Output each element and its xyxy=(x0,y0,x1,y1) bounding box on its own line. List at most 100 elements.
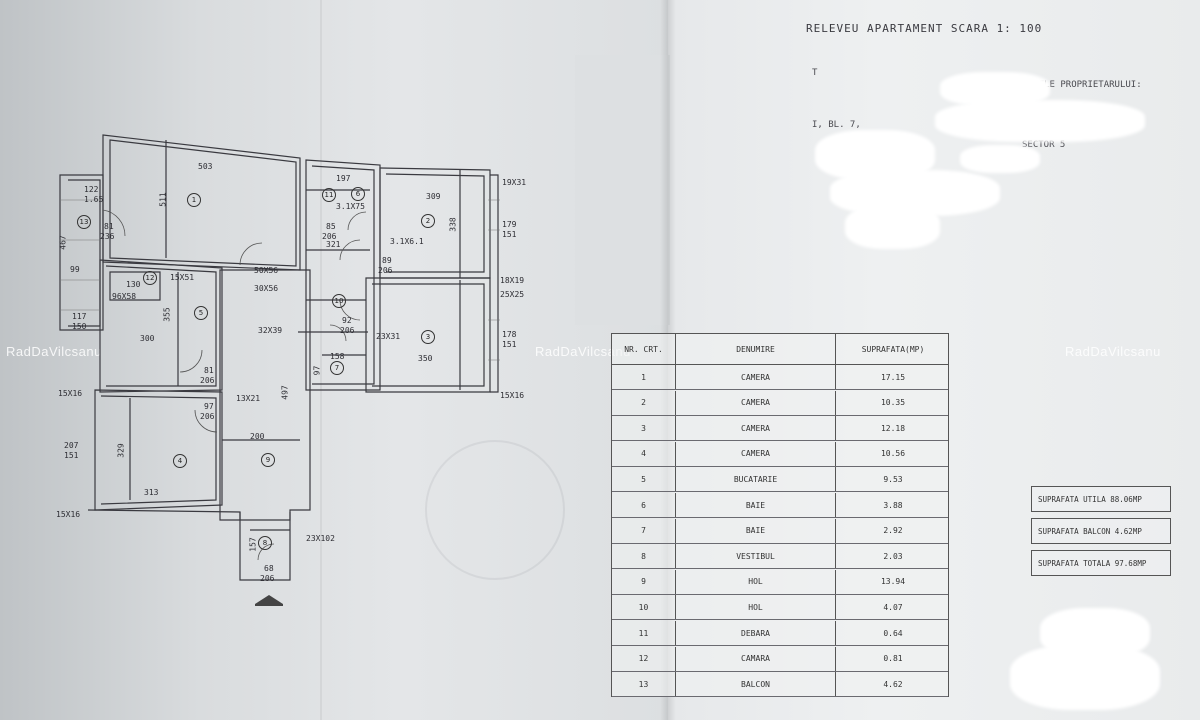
owner-line-t: T xyxy=(812,68,818,78)
dimension-label: 18X19 xyxy=(500,276,525,285)
dimension-label: 197 xyxy=(336,174,351,183)
table-cell-area: 4.62 xyxy=(835,672,950,697)
dimension-label: 15X51 xyxy=(170,273,195,282)
table-cell-nr: 13 xyxy=(638,679,649,689)
summary-total-area: SUPRAFATA TOTALA 97.68MP xyxy=(1031,550,1171,576)
table-cell-nr: 10 xyxy=(638,602,649,612)
room-number: 7 xyxy=(330,361,344,375)
dimension-label: 3.1X75 xyxy=(336,202,365,211)
table-cell-area: 9.53 xyxy=(835,467,950,492)
table-cell-area: 10.56 xyxy=(835,441,950,466)
dimension-label: 497 xyxy=(280,385,290,400)
table-cell-name: CAMERA xyxy=(675,441,835,466)
table-cell-name: BUCATARIE xyxy=(675,467,835,492)
table-cell-nr: 5 xyxy=(641,474,646,484)
document-title: RELEVEU APARTAMENT SCARA 1: 100 xyxy=(806,22,1043,35)
dimension-label: 19X31 xyxy=(502,178,527,187)
table-cell-name: CAMERA xyxy=(675,416,835,441)
dimension-label: 179 xyxy=(502,220,517,229)
table-cell-nr: 2 xyxy=(641,398,646,408)
table-cell-name: VESTIBUL xyxy=(675,544,835,569)
table-cell-nr: 8 xyxy=(641,551,646,561)
header-name: DENUMIRE xyxy=(675,334,835,364)
table-cell-nr: 9 xyxy=(641,577,646,587)
dimension-label: 96X58 xyxy=(112,292,137,301)
table-cell-nr: 11 xyxy=(638,628,649,638)
dimension-label: 89 xyxy=(382,256,392,265)
dimension-label: 158 xyxy=(330,352,345,361)
dimension-label: 503 xyxy=(198,162,213,171)
room-number: 12 xyxy=(143,271,157,285)
dimension-label: 511 xyxy=(158,192,168,207)
redaction-scribble xyxy=(1010,645,1160,710)
room-number: 2 xyxy=(421,214,435,228)
table-cell-area: 10.35 xyxy=(835,390,950,415)
table-cell-area: 12.18 xyxy=(835,416,950,441)
dimension-label: 151 xyxy=(502,230,517,239)
north-arrow-base xyxy=(255,604,283,606)
table-cell-area: 0.64 xyxy=(835,621,950,645)
floor-plan: 503 511 122 1.65 81 236 467 99 117 150 1… xyxy=(56,134,527,606)
dimension-label: 206 xyxy=(200,412,215,421)
owner-sector: SECTOR 5 xyxy=(1022,140,1066,150)
north-arrow-icon xyxy=(255,595,283,604)
dimension-label: 329 xyxy=(116,443,126,458)
redaction-scribble xyxy=(845,205,940,249)
table-cell-area: 0.81 xyxy=(835,646,950,671)
dimension-label: 50X56 xyxy=(254,266,279,275)
summary-useful-area: SUPRAFATA UTILA 88.06MP xyxy=(1031,486,1171,512)
dimension-label: 151 xyxy=(502,340,517,349)
table-cell-nr: 7 xyxy=(641,526,646,536)
summary-balcony-area: SUPRAFATA BALCON 4.62MP xyxy=(1031,518,1171,544)
dimension-label: 97 xyxy=(204,402,214,411)
dimension-label: 122 xyxy=(84,185,99,194)
table-header: NR. CRT. DENUMIRE SUPRAFATA(MP) xyxy=(612,334,948,365)
dimension-label: 355 xyxy=(162,307,172,322)
table-cell-area: 2.03 xyxy=(835,544,950,569)
dimension-label: 151 xyxy=(64,451,79,460)
dimension-label: 300 xyxy=(140,334,155,343)
table-cell-name: CAMERA xyxy=(675,390,835,415)
table-cell-name: CAMERA xyxy=(675,365,835,389)
table-cell-name: BAIE xyxy=(675,518,835,543)
dimension-label: 25X25 xyxy=(500,290,525,299)
table-cell-area: 17.15 xyxy=(835,365,950,389)
dimension-label: 321 xyxy=(326,240,341,249)
dimension-label: 467 xyxy=(58,235,68,250)
dimension-label: 81 xyxy=(104,222,114,231)
dimension-label: 150 xyxy=(72,322,87,331)
watermark: RadDaVilcsanu xyxy=(6,344,102,359)
table-cell-nr: 6 xyxy=(641,500,646,510)
dimension-label: 81 xyxy=(204,366,214,375)
table-cell-area: 3.88 xyxy=(835,493,950,517)
dimension-label: 15X16 xyxy=(58,389,83,398)
dimension-label: 313 xyxy=(144,488,159,497)
paper-overlap-strip xyxy=(575,55,670,325)
dimension-label: 207 xyxy=(64,441,79,450)
dimension-label: 32X39 xyxy=(258,326,283,335)
dimension-label: 97 xyxy=(312,365,322,376)
room-number: 9 xyxy=(261,453,275,467)
paper-crease xyxy=(320,0,322,720)
table-cell-name: BAIE xyxy=(675,493,835,517)
room-number: 3 xyxy=(421,330,435,344)
room-number: 5 xyxy=(194,306,208,320)
dimension-label: 3.1X6.1 xyxy=(390,237,424,246)
dimension-label: 206 xyxy=(378,266,393,275)
paper-sheet-left xyxy=(0,0,668,720)
dimension-label: 99 xyxy=(70,265,80,274)
header-area: SUPRAFATA(MP) xyxy=(835,334,950,364)
redaction-scribble xyxy=(935,100,1145,142)
dimension-label: 236 xyxy=(100,232,115,241)
